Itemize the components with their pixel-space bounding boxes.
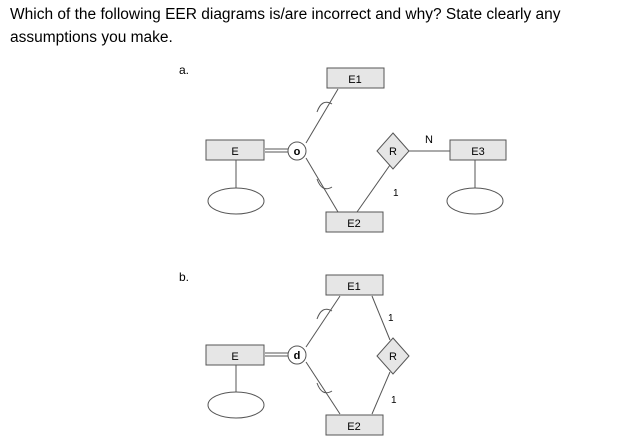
diagram-a-label: a. <box>179 63 189 77</box>
diagram-b-cardinality-bottom: 1 <box>391 395 397 406</box>
diagram-a-relationship-label: R <box>389 146 397 158</box>
diagram-a-entity-e1-box <box>326 67 385 89</box>
diagram-a-e2-to-r-line <box>356 164 391 213</box>
diagram-a-e-attribute-ellipse <box>207 187 265 215</box>
diagram-b-entity-e-label: E <box>231 351 238 363</box>
diagram-b-entity-e1-label: E1 <box>347 281 360 293</box>
diagram-a-entity-e3-label: E3 <box>471 146 484 158</box>
diagram-b-entity-e-box <box>205 344 265 366</box>
diagram-a-overlap-circle <box>287 141 307 161</box>
question-line-1: Which of the following EER diagrams is/a… <box>10 6 561 23</box>
diagram-a-relationship-diamond <box>376 132 410 170</box>
diagram-a-cardinality-1: 1 <box>393 188 399 199</box>
diagram-a-entity-e-label: E <box>231 146 238 158</box>
diagram-a-cardinality-n: N <box>425 134 433 146</box>
diagram-b-relationship-diamond <box>376 337 410 375</box>
diagram-a-circle-to-e2-line <box>305 157 339 213</box>
diagram-b-entity-e2-label: E2 <box>347 421 360 433</box>
diagram-a-entity-e2-box <box>325 211 384 233</box>
diagram-b-subset-symbol-e1 <box>316 308 333 320</box>
diagram-b: b. E E1 E2 d R 1 1 <box>179 270 410 436</box>
diagram-b-subset-symbol-e2 <box>316 382 333 394</box>
diagram-a-entity-e2-label: E2 <box>347 218 360 230</box>
diagram-a: a. E E1 E2 E3 o R N 1 <box>179 63 507 233</box>
diagram-a-subset-symbol-e1 <box>316 101 333 113</box>
diagram-b-circle-to-e1-line <box>305 295 341 348</box>
diagram-b-entity-e2-box <box>325 414 384 436</box>
question-line-2: assumptions you make. <box>10 29 173 46</box>
diagram-a-e3-attribute-ellipse <box>446 187 504 215</box>
diagram-a-entity-e-box <box>205 139 265 161</box>
diagram-b-disjoint-symbol: d <box>294 350 301 362</box>
diagram-b-circle-to-e2-line <box>305 361 341 415</box>
diagram-a-entity-e3-box <box>449 139 507 161</box>
diagram-b-e1-to-r-line <box>371 295 391 341</box>
diagram-b-e-attribute-ellipse <box>207 391 265 419</box>
diagram-b-disjoint-circle <box>287 345 307 365</box>
question-text: Which of the following EER diagrams is/a… <box>10 3 610 49</box>
diagram-b-entity-e1-box <box>325 274 384 296</box>
diagram-a-circle-to-e1-line <box>305 88 339 144</box>
diagram-a-entity-e1-label: E1 <box>348 74 361 86</box>
diagram-b-relationship-label: R <box>389 351 397 363</box>
diagram-a-overlap-symbol: o <box>294 146 301 158</box>
diagram-b-cardinality-top: 1 <box>388 313 394 324</box>
diagram-b-r-to-e2-line <box>371 371 391 415</box>
diagram-a-subset-symbol-e2 <box>316 178 333 190</box>
diagram-b-label: b. <box>179 270 189 284</box>
